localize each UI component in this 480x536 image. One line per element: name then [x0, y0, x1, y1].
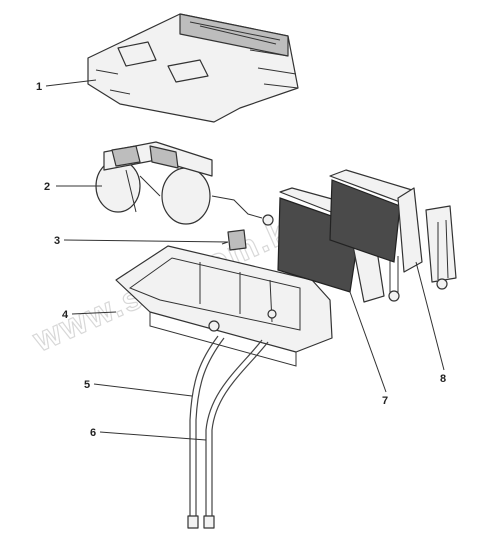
part-1-housing-cover [87, 13, 299, 123]
part-6-drain-pipe [203, 339, 269, 529]
callout-1: 1 [36, 81, 42, 93]
part-5-drain-pipe [187, 335, 225, 529]
leader-lines [45, 79, 445, 441]
callout-4: 4 [62, 309, 69, 321]
part-8-evaporator-core [329, 169, 457, 290]
callout-3: 3 [54, 235, 60, 247]
callout-8: 8 [440, 373, 446, 385]
callout-7: 7 [382, 395, 388, 407]
part-4-lower-tray [115, 245, 333, 367]
callout-6: 6 [90, 427, 96, 439]
callout-2: 2 [44, 181, 50, 193]
part-3-valve [221, 229, 247, 251]
callout-5: 5 [84, 379, 90, 391]
part-2-blower-assembly [95, 141, 274, 226]
